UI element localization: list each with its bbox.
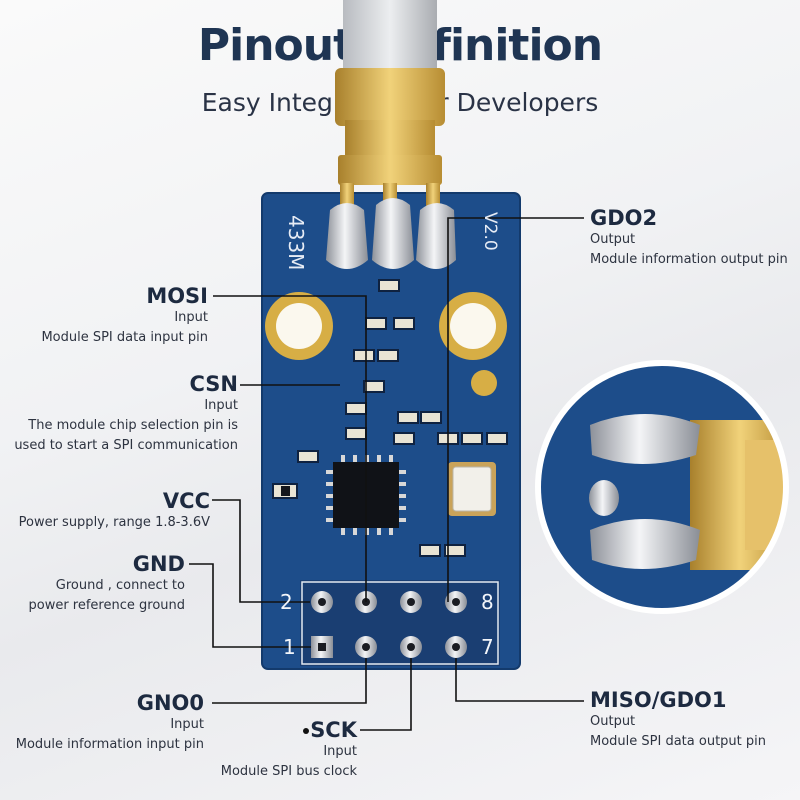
pin-label-sck: SCK Input Module SPI bus clock: [221, 718, 357, 782]
pin-type: Input: [323, 744, 357, 759]
solder-joint: [326, 203, 368, 269]
pin-description: Module information output pin: [590, 252, 788, 267]
leader-vcc: [212, 499, 310, 603]
pin-number-7: 7: [481, 635, 494, 659]
pin-header: [300, 580, 500, 666]
pin-description: Power supply, range 1.8-3.6V: [18, 515, 210, 530]
pin-number-8: 8: [481, 590, 494, 614]
pin-description: power reference ground: [28, 598, 185, 613]
pin-name: GNO0: [136, 691, 204, 715]
pin-type: Output: [590, 714, 636, 729]
pin-name: SCK: [310, 718, 357, 742]
pin-name: MOSI: [146, 284, 208, 308]
pin-type: Input: [204, 398, 238, 413]
pin-name: GDO2: [590, 206, 658, 230]
pin-label-miso: MISO/GDO1 Output Module SPI data output …: [590, 688, 766, 752]
leader-miso: [455, 658, 584, 702]
sma-nut: [335, 68, 445, 126]
pin-type: Output: [590, 232, 636, 247]
pin-label-gnd: GND Ground , connect to power reference …: [28, 552, 185, 616]
pin-number-2: 2: [280, 590, 293, 614]
pin-description: The module chip selection pin is: [28, 418, 238, 433]
antenna-cable: [343, 0, 437, 80]
pin-type: Input: [174, 310, 208, 325]
pin-name: CSN: [189, 372, 238, 396]
crystal-oscillator: [448, 462, 496, 516]
solder-joint: [372, 198, 414, 269]
board-model-label: 433M: [284, 215, 308, 271]
pin-name: MISO/GDO1: [590, 688, 727, 712]
pin-type: Input: [170, 717, 204, 732]
pin-label-vcc: VCC Power supply, range 1.8-3.6V: [19, 489, 210, 533]
pin-label-gdo0: GNO0 Input Module information input pin: [16, 691, 204, 755]
pin-label-gdo2: GDO2 Output Module information output pi…: [590, 206, 788, 270]
connector-zoom-inset: [535, 360, 789, 614]
pin-description: Module SPI data input pin: [41, 330, 208, 345]
pin-label-csn: CSN Input The module chip selection pin …: [14, 372, 238, 456]
leader-gnd: [189, 563, 311, 648]
leader-gdo0: [212, 658, 367, 704]
leader-sck: [360, 658, 412, 731]
pin-description: Module information input pin: [15, 737, 204, 752]
leader-mosi: [213, 295, 367, 602]
pin-description: Module SPI data output pin: [590, 734, 766, 749]
leader-gdo2: [447, 217, 584, 602]
pin-name: GND: [132, 552, 185, 576]
pin-description: Ground , connect to: [55, 578, 185, 593]
pin-number-1: 1: [283, 635, 296, 659]
board-version-label: V2.0: [480, 212, 500, 251]
pin-description: used to start a SPI communication: [14, 438, 238, 453]
pin-label-mosi: MOSI Input Module SPI data input pin: [41, 284, 208, 348]
pin-name: VCC: [162, 489, 210, 513]
solder-joint: [416, 203, 456, 269]
pin-description: Module SPI bus clock: [220, 764, 357, 779]
